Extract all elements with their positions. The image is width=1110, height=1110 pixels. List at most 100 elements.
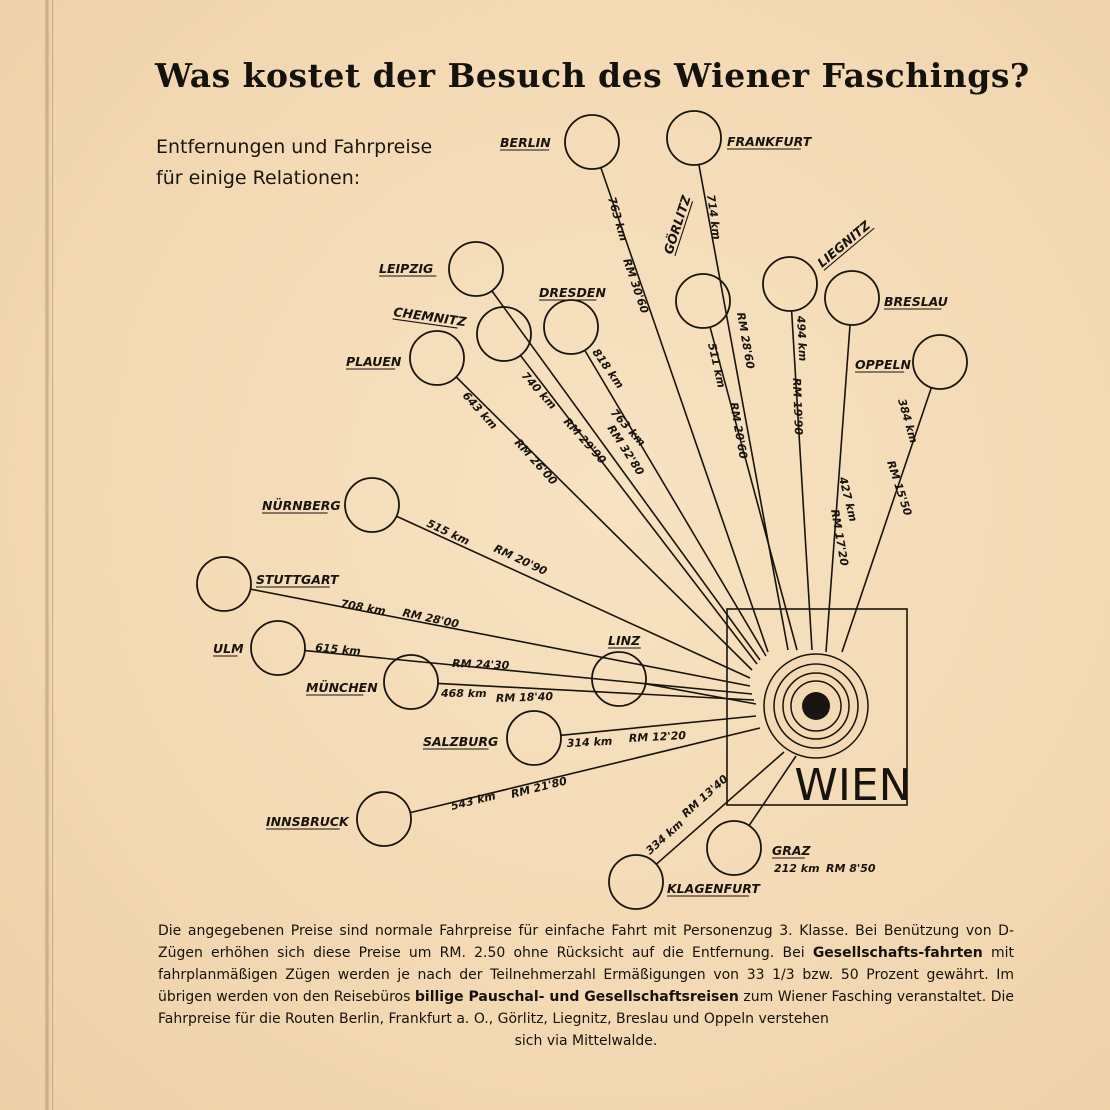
route-line-linz (645, 683, 757, 705)
city-circle-leipzig (448, 241, 504, 297)
footnote-bold-2: billige Pauschal- und Gesellschaftsreise… (414, 989, 739, 1005)
distance-label-stuttgart: 708 km (339, 597, 386, 618)
price-label-liegnitz: RM 28'60 (734, 311, 757, 370)
city-label-nurnberg: NÜRNBERG (262, 498, 341, 513)
route-line-dresden (584, 349, 767, 657)
city-label-plauen: PLAUEN (346, 354, 402, 369)
route-line-liegnitz (790, 310, 813, 651)
price-label-gorlitz: RM 20'60 (727, 401, 750, 460)
price-label-graz: RM 8'50 (826, 862, 876, 875)
route-line-stuttgart (250, 588, 751, 687)
subtitle: Entfernungen und Fahrpreise für einige R… (156, 132, 496, 194)
wien-box (726, 608, 908, 806)
city-circle-munchen (383, 654, 439, 710)
city-circle-graz (706, 820, 762, 876)
city-label-stuttgart: STUTTGART (256, 572, 340, 587)
route-line-berlin (600, 167, 769, 653)
city-label-liegnitz: LIEGNITZ (814, 217, 873, 270)
subtitle-line-2: für einige Relationen: (156, 167, 361, 189)
route-line-nurnberg (396, 515, 751, 679)
city-circle-dresden (543, 299, 599, 355)
price-label-salzburg: RM 12'20 (628, 729, 686, 745)
route-diagram: WIEN BERLIN 763 km RM 30'60 FRANKFURT 714 km… (196, 110, 968, 910)
city-label-gorlitz: GÖRLITZ (661, 193, 694, 256)
wien-hub: WIEN (726, 608, 912, 811)
price-label-klagenfurt: RM 13'40 (679, 772, 730, 820)
city-label-innsbruck: INNSBRUCK (266, 814, 350, 829)
city-label-leipzig: LEIPZIG (379, 261, 433, 276)
distance-label-frankfurt: 714 km (704, 194, 723, 241)
route-line-oppeln (841, 387, 933, 653)
city-label-frankfurt: FRANKFURT (727, 134, 813, 149)
route-line-graz (748, 755, 797, 827)
city-label-klagenfurt: KLAGENFURT (667, 881, 761, 896)
footnote-bold-1: Gesellschafts-fahrten (812, 945, 983, 961)
price-label-berlin: RM 30'60 (620, 257, 651, 316)
city-label-graz: GRAZ (772, 843, 812, 858)
city-label-breslau: BRESLAU (884, 294, 948, 309)
distance-label-graz: 212 km (774, 862, 820, 875)
city-label-chemnitz: CHEMNITZ (393, 304, 469, 329)
city-label-linz: LINZ (608, 633, 641, 648)
city-circle-oppeln (912, 334, 968, 390)
city-underline-gorlitz (674, 201, 694, 257)
city-circle-gorlitz (675, 273, 731, 329)
distance-label-ulm: 615 km (315, 641, 362, 658)
route-line-leipzig (491, 290, 761, 661)
city-circle-klagenfurt (608, 854, 664, 910)
wien-center-dot (802, 692, 830, 720)
price-label-plauen: RM 26'00 (512, 436, 560, 487)
city-label-berlin: BERLIN (500, 135, 551, 150)
price-label-stuttgart: RM 28'00 (401, 606, 460, 631)
distance-label-oppeln: 384 km (895, 397, 920, 444)
city-circle-frankfurt (666, 110, 722, 166)
city-circle-plauen (409, 330, 465, 386)
price-label-munchen: RM 18'40 (496, 690, 554, 705)
page-fold-shadow (44, 0, 50, 1110)
page-title: Was kostet der Besuch des Wiener Faschin… (155, 56, 1030, 95)
city-circle-breslau (824, 270, 880, 326)
city-circle-berlin (564, 114, 620, 170)
route-line-plauen (455, 376, 753, 671)
route-line-innsbruck (410, 727, 761, 814)
price-label-ulm: RM 24'30 (452, 657, 510, 672)
price-label-innsbruck: RM 21'80 (510, 774, 569, 801)
route-lines (250, 164, 933, 865)
city-label-ulm: ULM (213, 641, 244, 656)
price-label-oppeln: RM 15'50 (884, 459, 914, 518)
wien-label: WIEN (794, 760, 911, 811)
city-circle-nurnberg (344, 477, 400, 533)
city-circle-innsbruck (356, 791, 412, 847)
city-label-oppeln: OPPELN (855, 357, 911, 372)
route-line-ulm (304, 649, 753, 695)
distance-label-innsbruck: 543 km (450, 789, 497, 813)
route-line-klagenfurt (655, 751, 785, 865)
city-circle-chemnitz (476, 306, 532, 362)
route-line-frankfurt (698, 164, 789, 651)
route-line-breslau (825, 324, 851, 653)
city-label-munchen: MÜNCHEN (306, 680, 378, 695)
city-label-dresden: DRESDEN (539, 285, 606, 300)
city-underline-chemnitz (392, 318, 458, 329)
distance-label-plauen: 643 km (460, 389, 500, 432)
city-label-salzburg: SALZBURG (423, 734, 498, 749)
distance-label-munchen: 468 km (440, 687, 487, 700)
footnote-text-1: Die angegebenen Preise sind normale Fahr… (158, 923, 1014, 961)
city-circle-stuttgart (196, 556, 252, 612)
distance-label-salzburg: 314 km (566, 735, 612, 750)
footnote: Die angegebenen Preise sind normale Fahr… (158, 920, 1014, 1052)
footnote-text-4: sich via Mittelwalde. (514, 1033, 658, 1049)
city-circle-liegnitz (762, 256, 818, 312)
route-line-chemnitz (519, 354, 758, 665)
city-circle-linz (591, 651, 647, 707)
city-circle-salzburg (506, 710, 562, 766)
distance-label-berlin: 763 km (605, 195, 630, 242)
distance-label-breslau: 494 km (794, 314, 809, 361)
distance-label-gorlitz: 511 km (705, 342, 728, 389)
price-label-breslau: RM 19'90 (790, 378, 805, 436)
route-line-gorlitz (709, 326, 798, 651)
footnote-text-2: mit fahrplanmäßigen Zügen werden je nach… (158, 945, 1015, 1005)
distance-label-klagenfurt: 334 km (643, 817, 686, 857)
city-circle-ulm (250, 620, 306, 676)
